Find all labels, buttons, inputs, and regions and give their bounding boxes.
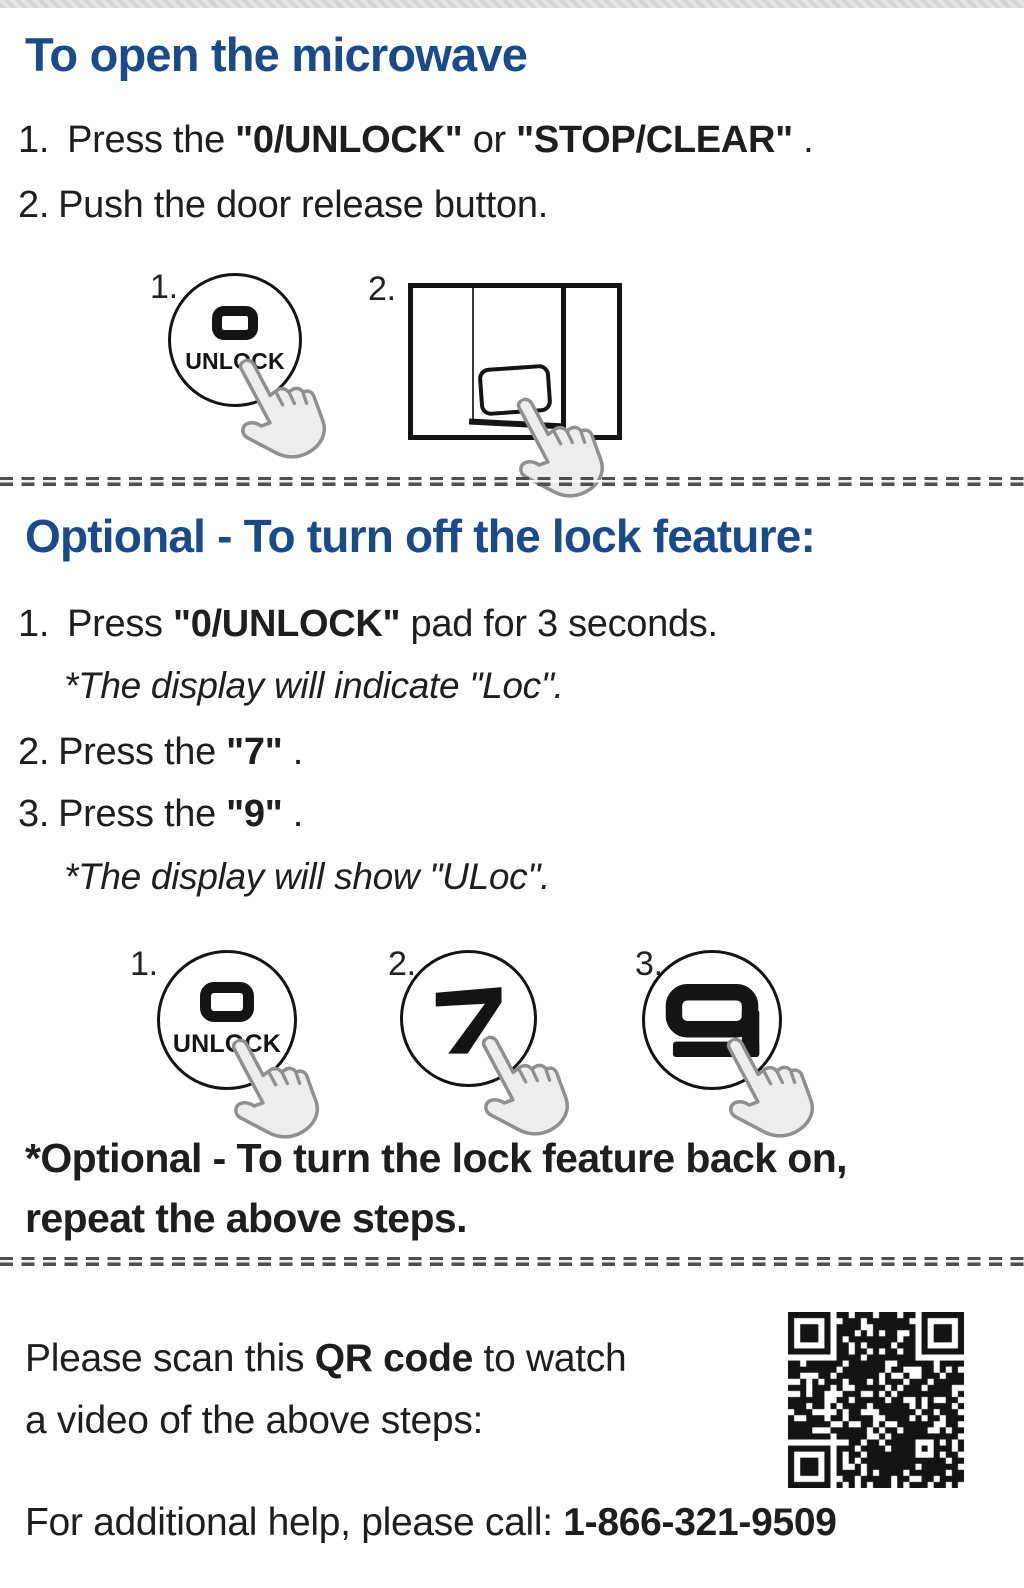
lock-footnote: *Optional - To turn the lock feature bac… [25, 1128, 848, 1248]
scan-instruction-line-1: Please scan this QR code to watch [25, 1337, 627, 1380]
unlock-button-circle: UNLOCK [157, 950, 297, 1090]
unlock-button-label: UNLOCK [185, 347, 285, 374]
figure-9-button: 3. [630, 935, 840, 1156]
door-seam [561, 288, 566, 435]
top-edge-strip [0, 0, 1024, 8]
step-number: 2. [18, 731, 50, 773]
step-text: Press the "7" . [58, 731, 303, 773]
lock-step-1: 1. Press "0/UNLOCK" pad for 3 seconds. [18, 603, 718, 646]
step-text: Push the door release button. [58, 184, 548, 226]
open-step-1: 1. Press the "0/UNLOCK" or "STOP/CLEAR" … [18, 119, 814, 162]
qr-code [788, 1312, 964, 1488]
digit-0-glyph [200, 981, 254, 1022]
door-panel-edge [468, 418, 566, 430]
dashed-divider [0, 1257, 1024, 1266]
dashed-divider [0, 477, 1024, 486]
digit-7-glyph [435, 986, 502, 1054]
step-number: 1. [18, 603, 50, 645]
door-release-button [477, 363, 553, 417]
step-text: Press the "0/UNLOCK" or "STOP/CLEAR" . [67, 119, 814, 161]
lock-footnote-line-2: repeat the above steps. [25, 1195, 468, 1241]
step-number: 2. [18, 184, 50, 226]
lock-step-2: 2. Press the "7" . [18, 731, 303, 774]
unlock-button-circle: UNLOCK [168, 273, 302, 407]
lock-step-1-note: *The display will indicate "Loc". [64, 665, 564, 706]
lock-step-3-note: *The display will show "ULoc". [64, 856, 551, 897]
figure-unlock-button: 1. UNLOCK [150, 263, 360, 478]
figure-label: 1. [130, 945, 158, 983]
section-title-lock-feature: Optional - To turn off the lock feature: [25, 510, 816, 562]
help-phone-line: For additional help, please call: 1-866-… [25, 1501, 837, 1544]
door-seam [472, 288, 474, 423]
figure-door-release: 2. [368, 263, 638, 516]
open-step-2: 2. Push the door release button. [18, 184, 548, 227]
digit-9-glyph [665, 984, 760, 1057]
unlock-button-label: UNLOCK [172, 1029, 282, 1058]
step-number: 1. [18, 119, 50, 161]
figure-label: 1. [150, 268, 178, 306]
digit-0-glyph [212, 305, 258, 340]
microwave-door-outline [408, 283, 622, 440]
step-text: Press the "9" . [58, 793, 303, 835]
lock-step-3: 3. Press the "9" . [18, 793, 303, 836]
figure-label: 2. [368, 270, 396, 308]
step-text: Press "0/UNLOCK" pad for 3 seconds. [67, 603, 718, 645]
nine-button-circle [642, 950, 782, 1090]
section-title-open-microwave: To open the microwave [25, 28, 528, 81]
figure-unlock-button-2: 1. UNLOCK [130, 935, 340, 1157]
step-number: 3. [18, 793, 50, 835]
seven-button-circle [400, 950, 537, 1087]
figure-label: 2. [388, 945, 416, 983]
scan-instruction-line-2: a video of the above steps: [25, 1399, 484, 1442]
figure-7-button: 2. [383, 935, 593, 1154]
lock-footnote-line-1: *Optional - To turn the lock feature bac… [25, 1135, 848, 1181]
